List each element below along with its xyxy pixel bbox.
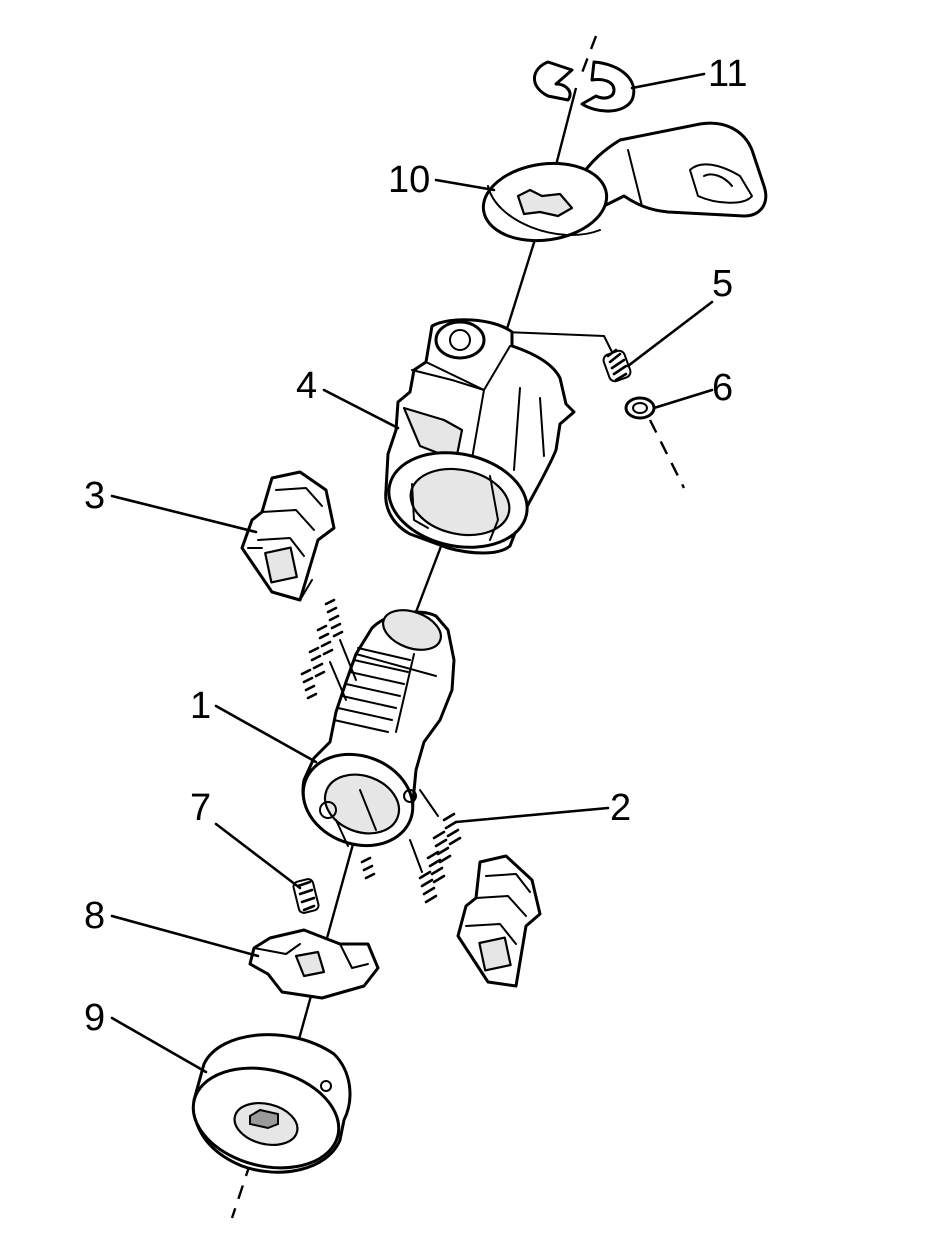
- callout-5: 5: [712, 263, 733, 305]
- callout-6: 6: [712, 367, 733, 409]
- tumblers-lower-right: [456, 854, 542, 988]
- callout-2: 2: [610, 787, 631, 829]
- actuator-lever-10: [481, 121, 768, 243]
- bezel-9: [191, 1033, 352, 1174]
- lock-housing-4: [384, 318, 576, 555]
- callout-7: 7: [190, 787, 211, 829]
- retainer-plate-8: [248, 928, 380, 1000]
- spring-7: [292, 878, 320, 914]
- tumblers-3: [240, 470, 336, 602]
- callout-8: 8: [84, 895, 105, 937]
- callout-numbers: 11 10 5 6 4 3 1 2 7 8 9: [84, 53, 747, 1039]
- retaining-clip-11: [533, 60, 636, 113]
- callout-1: 1: [190, 685, 211, 727]
- springs-group-left: [300, 598, 357, 701]
- callout-3: 3: [84, 475, 105, 517]
- callout-leaders: [110, 72, 714, 1074]
- spring-5: [602, 348, 632, 383]
- callout-4: 4: [296, 365, 317, 407]
- ring-6: [624, 396, 656, 420]
- callout-10: 10: [388, 159, 430, 201]
- callout-11: 11: [708, 53, 747, 95]
- springs-2: [360, 789, 462, 904]
- cylinder-wafer-slots: [333, 647, 415, 733]
- callout-9: 9: [84, 997, 105, 1039]
- lock-cylinder-1: [301, 609, 456, 848]
